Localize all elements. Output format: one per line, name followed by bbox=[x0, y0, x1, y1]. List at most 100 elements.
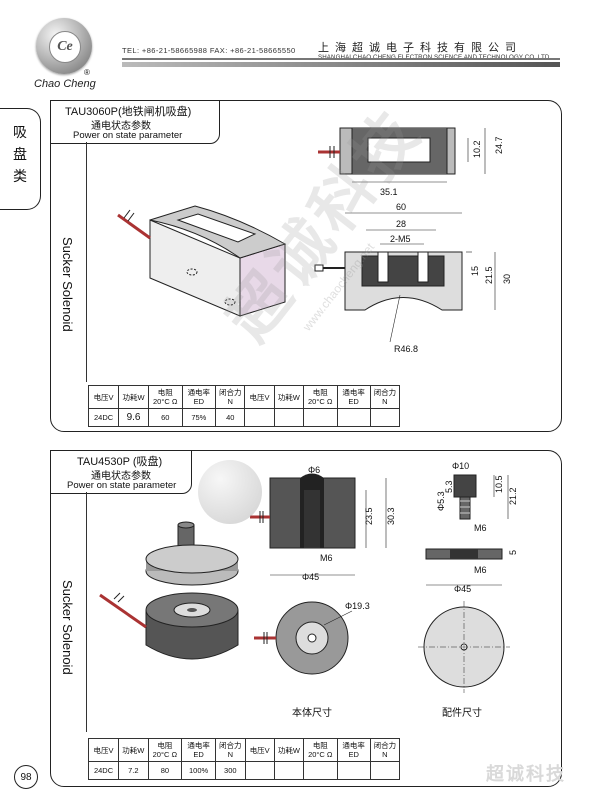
cell bbox=[244, 408, 275, 427]
top-view-2 bbox=[254, 601, 353, 675]
product-title-box: TAU3060P(地铁闸机吸盘) 通电状态参数 Power on state p… bbox=[50, 100, 220, 144]
cell bbox=[302, 408, 338, 427]
page-number: 98 bbox=[14, 765, 38, 789]
category-tab: 吸 盘 类 bbox=[0, 108, 41, 210]
cell bbox=[336, 761, 371, 780]
col-resistance-2: 电阻 20°C Ω bbox=[302, 385, 338, 409]
dim-30-3: 30.3 bbox=[386, 507, 396, 525]
caption-part-dims: 配件尺寸 bbox=[442, 708, 482, 719]
col-voltage: 电压V bbox=[87, 738, 120, 762]
dim-21-5: 21.5 bbox=[484, 266, 494, 284]
state-title-en-2: Power on state parameter bbox=[67, 480, 177, 491]
cell: 9.6 bbox=[118, 408, 149, 427]
product-model-2: TAU4530P (吸盘) bbox=[77, 456, 163, 468]
plate-top bbox=[418, 601, 510, 693]
spec-row-2: 24DC 7.2 80 100% 300 bbox=[87, 761, 401, 780]
caption-body-dims: 本体尺寸 bbox=[292, 708, 332, 719]
dim-phi-45: Φ45 bbox=[302, 572, 319, 582]
header-bar bbox=[122, 62, 560, 67]
product-panel-tau3060p bbox=[50, 100, 562, 432]
dim-23-5: 23.5 bbox=[364, 507, 374, 525]
state-title-en: Power on state parameter bbox=[73, 130, 183, 141]
category-char-1: 吸 bbox=[13, 124, 27, 140]
col-power-2: 功耗W bbox=[273, 738, 305, 762]
col-voltage-2: 电压V bbox=[244, 738, 275, 762]
cell bbox=[273, 761, 305, 780]
vertical-label: Sucker Solenoid bbox=[60, 237, 75, 332]
col-force-2: 闭合力 N bbox=[369, 738, 401, 762]
header-rule bbox=[122, 58, 560, 60]
col-duty-2: 通电率 ED bbox=[336, 385, 371, 409]
company-name-en: SHANGHAI CHAO CHENG ELECTRON SCIENCE AND… bbox=[318, 54, 551, 61]
cell bbox=[369, 761, 401, 780]
col-duty-2: 通电率 ED bbox=[336, 738, 371, 762]
dim-m6-b: M6 bbox=[474, 523, 487, 533]
dim-r46-8: R46.8 bbox=[394, 344, 418, 354]
col-force-2: 闭合力 N bbox=[369, 385, 401, 409]
cell: 40 bbox=[215, 408, 246, 427]
footer-watermark: 超诚科技 bbox=[486, 764, 566, 784]
cell: 80 bbox=[147, 761, 183, 780]
logo-text: Chao Cheng bbox=[34, 78, 96, 90]
dim-24-7: 24.7 bbox=[494, 136, 504, 154]
state-title-cn: 通电状态参数 bbox=[91, 121, 151, 132]
category-char-3: 类 bbox=[13, 168, 27, 184]
product-model: TAU3060P(地铁闸机吸盘) bbox=[65, 106, 192, 118]
spec-table-tau4530p: 电压V 功耗W 电阻 20°C Ω 通电率 ED 闭合力 N 电压V 功耗W 电… bbox=[87, 738, 401, 780]
column-divider bbox=[86, 142, 87, 382]
dim-m6-c: M6 bbox=[474, 565, 487, 575]
front-view bbox=[318, 127, 486, 183]
dim-2-m5: 2-M5 bbox=[390, 234, 411, 244]
cell bbox=[244, 761, 275, 780]
spec-header-row-2: 电压V 功耗W 电阻 20°C Ω 通电率 ED 闭合力 N 电压V 功耗W 电… bbox=[87, 738, 401, 762]
column-divider-2 bbox=[86, 492, 87, 732]
dim-15: 15 bbox=[470, 266, 480, 276]
dim-5-3: 5.3 bbox=[444, 480, 454, 493]
col-resistance: 电阻 20°C Ω bbox=[147, 738, 183, 762]
dim-phi-5-3: Φ5.3 bbox=[436, 491, 446, 511]
col-force: 闭合力 N bbox=[215, 738, 246, 762]
cell bbox=[336, 408, 371, 427]
dim-35-1: 35.1 bbox=[380, 187, 398, 197]
cell: 60 bbox=[147, 408, 183, 427]
dim-phi-10: Φ10 bbox=[452, 461, 469, 471]
iso-view bbox=[117, 205, 287, 317]
cell: 100% bbox=[181, 761, 216, 780]
dim-5: 5 bbox=[508, 550, 518, 555]
dim-m6: M6 bbox=[320, 553, 333, 563]
cell: 24DC bbox=[87, 761, 120, 780]
cell bbox=[303, 761, 338, 780]
tau4530p-drawing: Φ6 23.5 30.3 M6 Φ45 Φ19.3 Φ10 5.3 Φ5.3 1… bbox=[99, 461, 518, 693]
col-power: 功耗W bbox=[118, 738, 149, 762]
company-logo: Ce bbox=[36, 18, 92, 74]
cell: 75% bbox=[181, 408, 217, 427]
iso-view-2 bbox=[99, 521, 239, 660]
spec-row: 24DC 9.6 60 75% 40 bbox=[87, 408, 401, 427]
section-view bbox=[314, 212, 496, 343]
col-voltage: 电压V bbox=[87, 385, 120, 409]
dim-30: 30 bbox=[502, 274, 512, 284]
col-duty: 通电率 ED bbox=[181, 385, 217, 409]
registered-mark: ® bbox=[84, 68, 90, 77]
col-force: 闭合力 N bbox=[215, 385, 246, 409]
col-voltage-2: 电压V bbox=[244, 385, 275, 409]
dim-10-5: 10.5 bbox=[494, 475, 504, 493]
dim-phi-45-b: Φ45 bbox=[454, 584, 471, 594]
state-title-cn-2: 通电状态参数 bbox=[91, 471, 151, 482]
cell bbox=[273, 408, 304, 427]
dim-28: 28 bbox=[396, 219, 406, 229]
cell: 7.2 bbox=[118, 761, 149, 780]
dim-phi-6: Φ6 bbox=[308, 465, 320, 475]
col-resistance-2: 电阻 20°C Ω bbox=[303, 738, 338, 762]
logo-monogram: Ce bbox=[49, 31, 81, 63]
spec-header-row: 电压V 功耗W 电阻 20°C Ω 通电率 ED 闭合力 N 电压V 功耗W 电… bbox=[87, 385, 401, 409]
dim-21-2: 21.2 bbox=[508, 487, 518, 505]
dim-60: 60 bbox=[396, 202, 406, 212]
company-name-cn: 上海超诚电子科技有限公司 bbox=[318, 42, 522, 54]
col-power-2: 功耗W bbox=[273, 385, 304, 409]
cell bbox=[369, 408, 401, 427]
vertical-label-2: Sucker Solenoid bbox=[60, 580, 75, 675]
screw-part bbox=[453, 474, 509, 520]
cell: 24DC bbox=[87, 408, 120, 427]
cell: 300 bbox=[215, 761, 246, 780]
